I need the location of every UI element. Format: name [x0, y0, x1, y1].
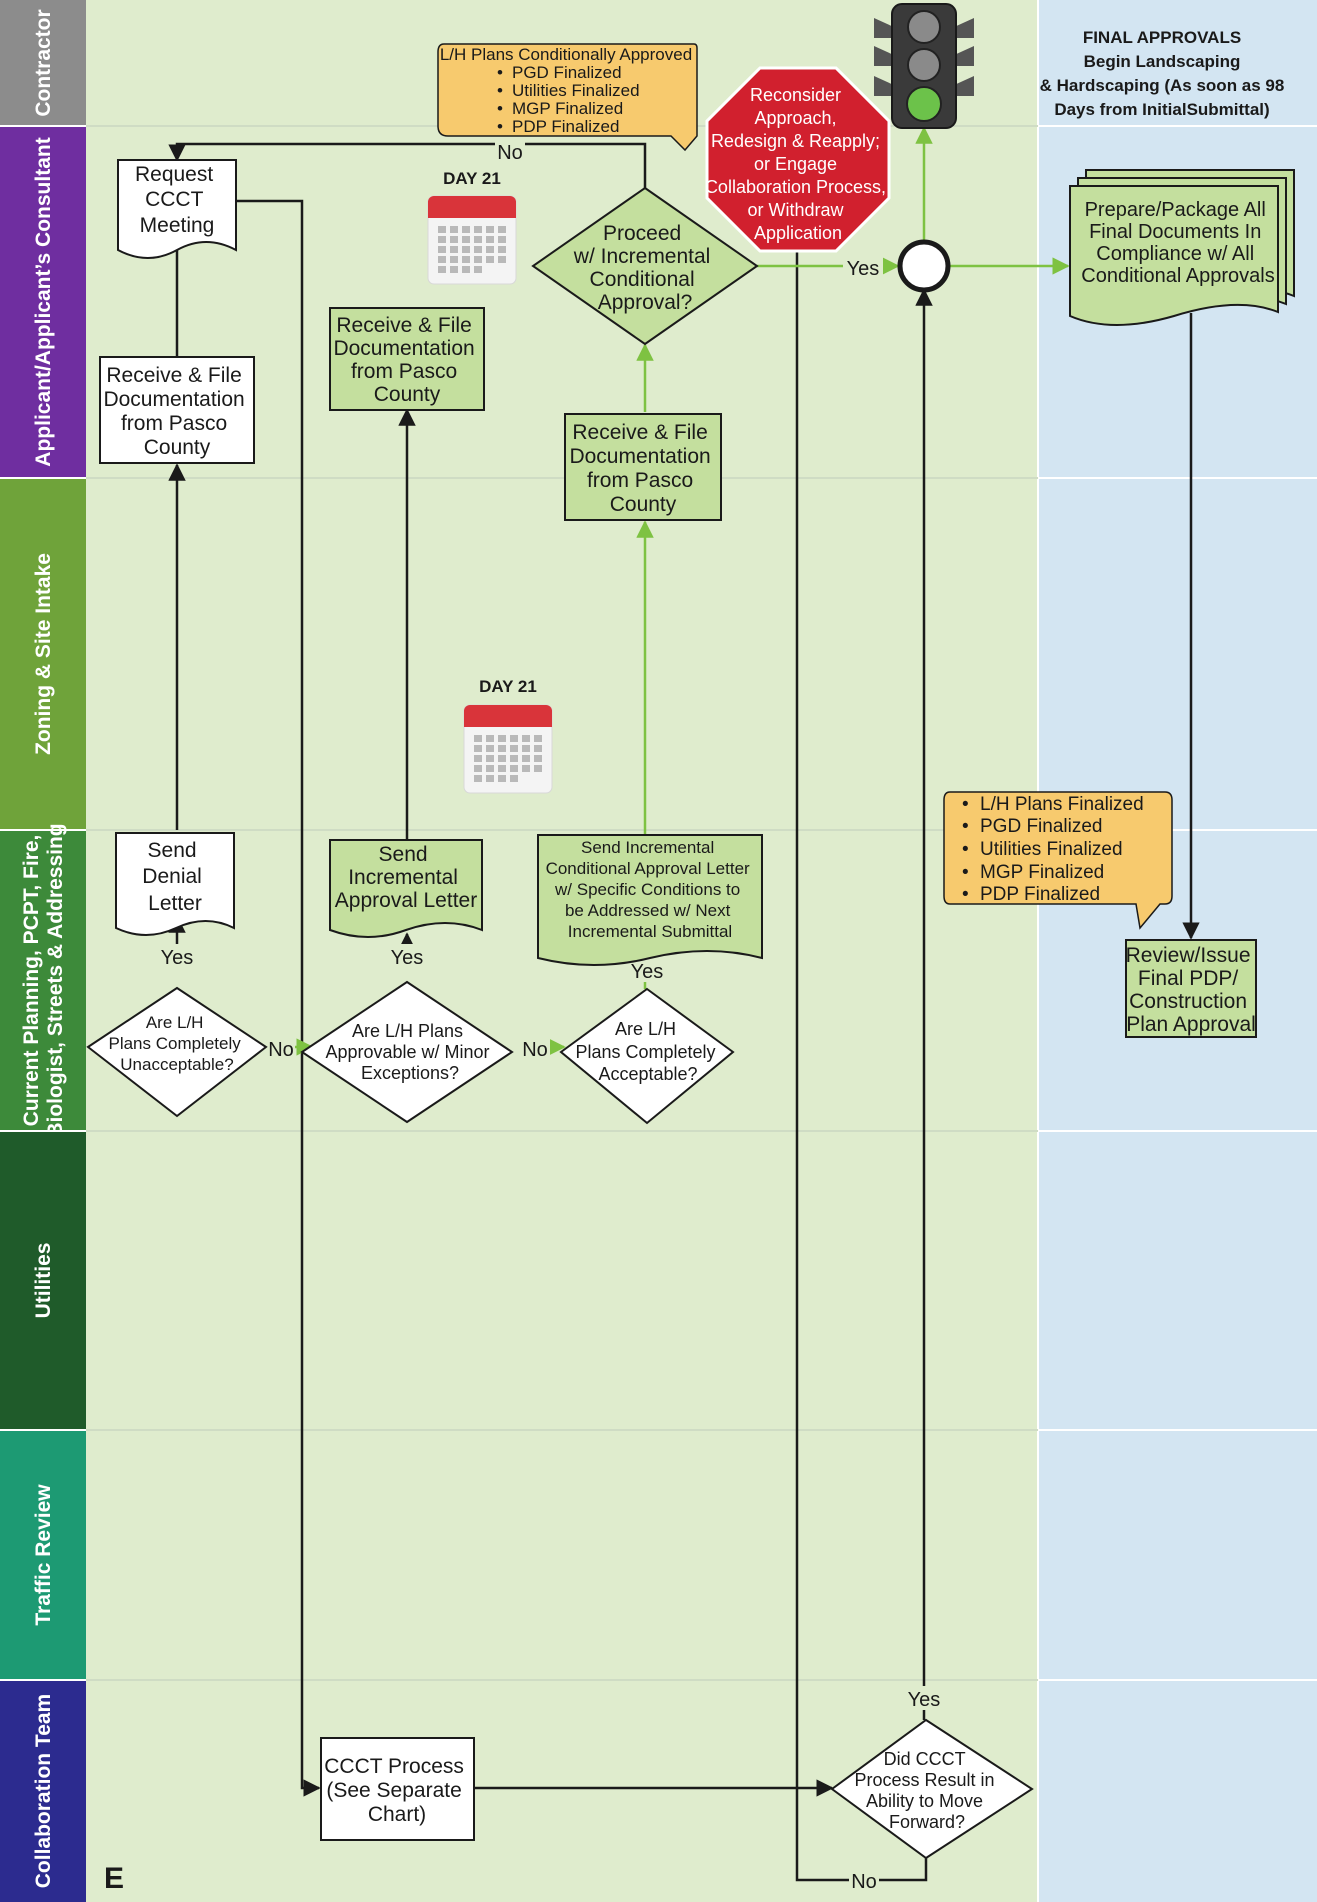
lane-header-contractor: [0, 0, 86, 126]
q-plans-minor-exceptions-diamond: [300, 980, 514, 1124]
send-incremental-approval-letter-label: Send Incremental Approval Letter: [335, 843, 477, 912]
calendar-icon: [463, 704, 553, 794]
lane-label-utilities: Utilities: [32, 1243, 55, 1319]
receive-file-documentation-label: Receive & File Documentation from Pasco …: [569, 421, 716, 516]
conditional-approval-callout-title: L/H Plans Conditionally Approved: [440, 45, 692, 64]
lane-label-contractor: Contractor: [32, 9, 55, 116]
request-ccct-meeting-label: Request CCCT Meeting: [135, 163, 219, 237]
lane-label-collab: Collaboration Team: [32, 1694, 55, 1888]
day-21-label: DAY 21: [443, 169, 501, 188]
ccct-process-box: [320, 1737, 475, 1841]
conditional-approval-callout: [437, 43, 698, 152]
send-conditional-approval-letter-box: [537, 834, 763, 966]
reconsider-label: Reconsider Approach, Redesign & Reapply;…: [705, 85, 891, 243]
receive-file-documentation-label: Receive & File Documentation from Pasco …: [103, 364, 250, 459]
lane-label-planning: Current Planning, PCPT, Fire,Biologist, …: [20, 823, 67, 1137]
finalized-callout-items: •L/H Plans Finalized •PGD Finalized •Uti…: [962, 794, 1149, 905]
ccct-process-label: CCCT Process (See Separate Chart): [324, 1755, 469, 1826]
lane-header-utilities: [0, 1131, 86, 1430]
review-issue-final-approval-label: Review/Issue Final PDP/ Construction Pla…: [1126, 944, 1257, 1036]
q-plans-acceptable-label: Are L/H Plans Completely Acceptable?: [575, 1019, 720, 1084]
lane-header-applicant: [0, 126, 86, 478]
prepare-package-label: Prepare/Package All Final Documents In C…: [1081, 199, 1274, 287]
lane-header-planning: [0, 830, 86, 1131]
q-plans-unacceptable-label: Are L/H Plans Completely Unacceptable?: [108, 1013, 245, 1074]
proceed-incremental-approval-label: Proceed w/ Incremental Conditional Appro…: [573, 222, 716, 314]
receive-file-documentation-label: Receive & File Documentation from Pasco …: [333, 314, 480, 406]
traffic-light-icon: [874, 3, 974, 129]
final-approvals-line-1: Begin Landscaping: [1084, 52, 1241, 71]
receive-file-documentation-box: [564, 413, 722, 521]
finalized-callout: [943, 791, 1173, 930]
edge-label-no: No: [851, 1871, 877, 1893]
final-approvals-title: FINAL APPROVALS: [1083, 28, 1241, 47]
day-21-marker: DAY 21: [463, 677, 553, 794]
reconsider-stop-sign: [705, 66, 891, 253]
final-approvals-line-3: Days from InitialSubmittal): [1054, 100, 1269, 119]
day-21-marker: DAY 21: [427, 169, 517, 285]
send-denial-letter-label: Send Denial Letter: [142, 839, 207, 915]
lane-label-applicant: Applicant/Applicant’s Consultant: [32, 137, 55, 466]
calendar-icon: [427, 195, 517, 285]
send-incremental-approval-letter-box: [329, 839, 483, 938]
edge-label-yes: Yes: [161, 947, 194, 969]
edge-label-yes: Yes: [631, 961, 664, 983]
edge-label-yes: Yes: [391, 947, 424, 969]
edge-label-no: No: [268, 1039, 294, 1061]
conditional-approval-callout-items: •PGD Finalized •Utilities Finalized •MGP…: [497, 63, 644, 136]
junction-connector: [897, 239, 951, 293]
lane-header-traffic: [0, 1430, 86, 1680]
ccct-move-forward-label: Did CCCT Process Result in Ability to Mo…: [854, 1749, 999, 1832]
lane-header-collab: [0, 1680, 86, 1902]
review-issue-final-approval-box: [1125, 939, 1257, 1038]
q-plans-acceptable-diamond: [559, 987, 735, 1125]
proceed-incremental-approval-diamond: [531, 186, 759, 346]
lane-label-traffic: Traffic Review: [32, 1484, 55, 1626]
edge-label-no: No: [497, 142, 523, 164]
edge-label-yes: Yes: [847, 258, 880, 280]
ccct-move-forward-diamond: [830, 1718, 1034, 1860]
receive-file-documentation-box: [329, 307, 485, 411]
page-letter: E: [104, 1862, 124, 1895]
q-plans-minor-exceptions-label: Are L/H Plans Approvable w/ Minor Except…: [325, 1021, 494, 1083]
send-conditional-approval-letter-label: Send Incremental Conditional Approval Le…: [546, 838, 755, 941]
edge-label-yes: Yes: [908, 1689, 941, 1711]
day-21-label: DAY 21: [479, 677, 537, 696]
lane-header-zoning: [0, 478, 86, 830]
q-plans-unacceptable-diamond: [86, 986, 268, 1118]
edge-labels: No Yes Yes Yes Yes No No Yes No: [158, 138, 944, 1893]
prepare-package-documents-box: [1069, 169, 1295, 326]
final-approvals-line-2: & Hardscaping (As soon as 98: [1040, 76, 1285, 95]
edge-label-no: No: [522, 1039, 548, 1061]
receive-file-documentation-box: [99, 356, 255, 464]
send-denial-letter-box: [115, 832, 235, 936]
request-ccct-meeting-box: [117, 159, 237, 259]
lane-label-zoning: Zoning & Site Intake: [32, 553, 55, 755]
